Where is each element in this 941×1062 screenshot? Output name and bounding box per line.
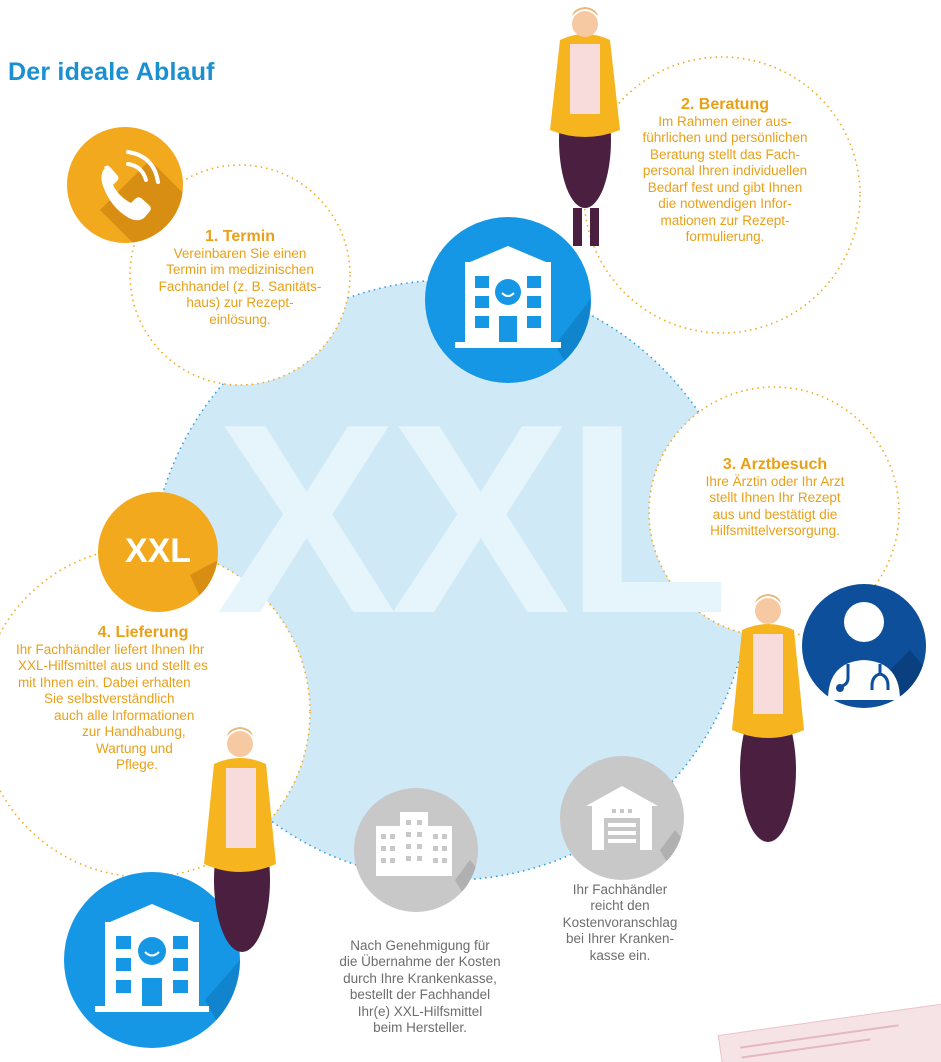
medical-store-icon-bottom	[64, 872, 240, 1048]
woman-illustration-right	[732, 594, 804, 842]
step-title: 2. Beratung	[680, 96, 769, 113]
step-description: Ihr Fachhändler liefert Ihnen Ihr XXL-Hi…	[16, 642, 208, 773]
bubble-beratung	[583, 56, 861, 334]
page-title: Der ideale Ablauf	[8, 58, 215, 86]
step-description: Vereinbaren Sie einen Termin im medizini…	[158, 246, 322, 327]
step-title: 3. Arztbesuch	[722, 456, 828, 473]
prescription-paper	[717, 1002, 941, 1062]
step-termin: 1. Termin Vereinbaren Sie einen Termin i…	[135, 228, 345, 328]
doctor-icon	[802, 584, 926, 708]
step-description: Im Rahmen einer aus- führlichen und pers…	[642, 114, 808, 245]
step-title: 1. Termin	[205, 228, 275, 245]
step-arztbesuch: 3. Arztbesuch Ihre Ärztin oder Ihr Arzt …	[670, 456, 880, 540]
bubble-arztbesuch	[648, 386, 900, 638]
step-description: Ihre Ärztin oder Ihr Arzt stellt Ihnen I…	[705, 474, 845, 539]
xxl-badge-label: XXL	[124, 532, 192, 570]
woman-illustration-top	[550, 7, 620, 246]
step-title: 4. Lieferung	[97, 624, 189, 641]
bestellung-text: Nach Genehmigung für die Übernahme der K…	[339, 938, 501, 1036]
step-lieferung: 4. Lieferung Ihr Fachhändler liefert Ihn…	[8, 624, 278, 774]
xxl-badge-icon	[98, 492, 218, 612]
xxl-watermark: XXL	[216, 369, 729, 670]
medical-store-icon-top	[425, 217, 591, 383]
bubble-termin	[129, 164, 351, 386]
step-beratung: 2. Beratung Im Rahmen einer aus- führlic…	[610, 96, 840, 246]
woman-illustration-left	[204, 727, 276, 952]
kostenvoranschlag-text: Ihr Fachhändler reicht den Kostenvoransc…	[562, 882, 678, 963]
